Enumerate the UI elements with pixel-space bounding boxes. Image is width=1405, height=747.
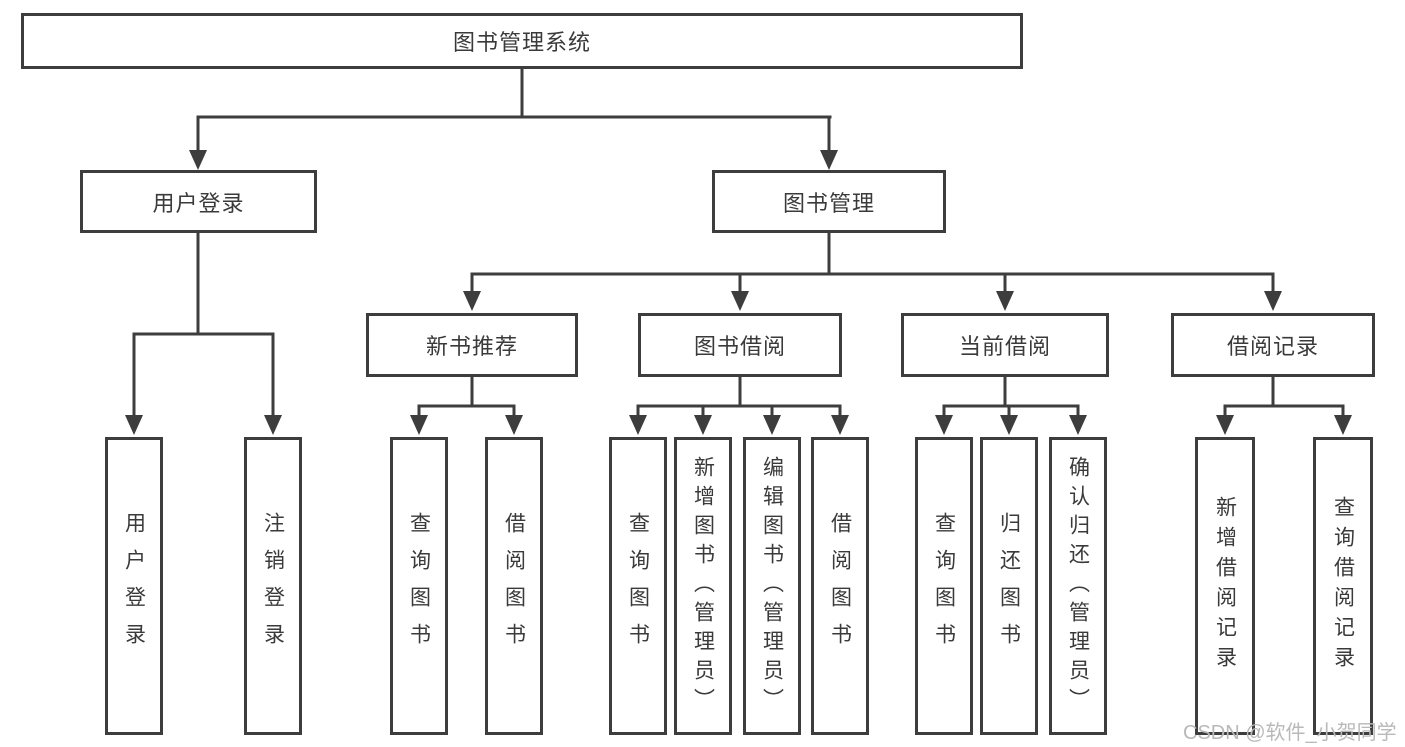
node-label: 图书管理 <box>782 190 875 216</box>
node-leaf-query-books-borrow: 查询图书 <box>609 437 667 735</box>
node-label: 新书推荐 <box>425 334 518 359</box>
node-leaf-add-books-admin: 新增图书（管理员） <box>674 437 732 735</box>
node-leaf-borrow-books: 借阅图书 <box>811 437 869 735</box>
node-label: 查询图书 <box>932 512 956 660</box>
node-leaf-user-login: 用户登录 <box>105 437 163 735</box>
node-current-borrow: 当前借阅 <box>901 313 1109 377</box>
node-label: 查询图书 <box>407 512 431 660</box>
node-borrow-records: 借阅记录 <box>1171 313 1375 377</box>
node-leaf-query-books-current: 查询图书 <box>915 437 973 735</box>
node-leaf-query-books-recommend: 查询图书 <box>390 437 448 735</box>
node-leaf-logout: 注销登录 <box>244 437 302 735</box>
node-leaf-return-books: 归还图书 <box>980 437 1038 735</box>
node-label: 图书借阅 <box>693 334 786 359</box>
node-new-book-recommend: 新书推荐 <box>366 313 578 377</box>
node-book-management: 图书管理 <box>712 170 946 233</box>
node-label: 当前借阅 <box>958 334 1051 359</box>
node-label: 借阅图书 <box>502 512 526 660</box>
node-label: 图书管理系统 <box>452 30 591 55</box>
node-leaf-query-borrow-record: 查询借阅记录 <box>1313 437 1373 735</box>
csdn-watermark: CSDN @软件_小贺同学 <box>1183 722 1397 744</box>
node-label: 注销登录 <box>261 512 285 660</box>
node-leaf-borrow-books-recommend: 借阅图书 <box>485 437 543 735</box>
node-user-login: 用户登录 <box>80 170 317 233</box>
node-label: 新增图书（管理员） <box>691 455 715 717</box>
node-label: 借阅图书 <box>828 512 852 660</box>
node-label: 查询图书 <box>626 512 650 660</box>
node-label: 新增借阅记录 <box>1213 496 1237 676</box>
node-leaf-edit-books-admin: 编辑图书（管理员） <box>743 437 801 735</box>
node-label: 归还图书 <box>997 512 1021 660</box>
node-label: 确认归还（管理员） <box>1066 455 1090 717</box>
node-label: 查询借阅记录 <box>1331 496 1355 676</box>
node-label: 借阅记录 <box>1226 334 1319 359</box>
node-leaf-confirm-return-admin: 确认归还（管理员） <box>1049 437 1107 735</box>
node-label: 编辑图书（管理员） <box>760 455 784 717</box>
node-book-borrow: 图书借阅 <box>638 313 842 377</box>
node-label: 用户登录 <box>122 512 146 660</box>
node-leaf-add-borrow-record: 新增借阅记录 <box>1195 437 1255 735</box>
node-library-management-system: 图书管理系统 <box>21 13 1023 69</box>
node-label: 用户登录 <box>152 190 245 216</box>
